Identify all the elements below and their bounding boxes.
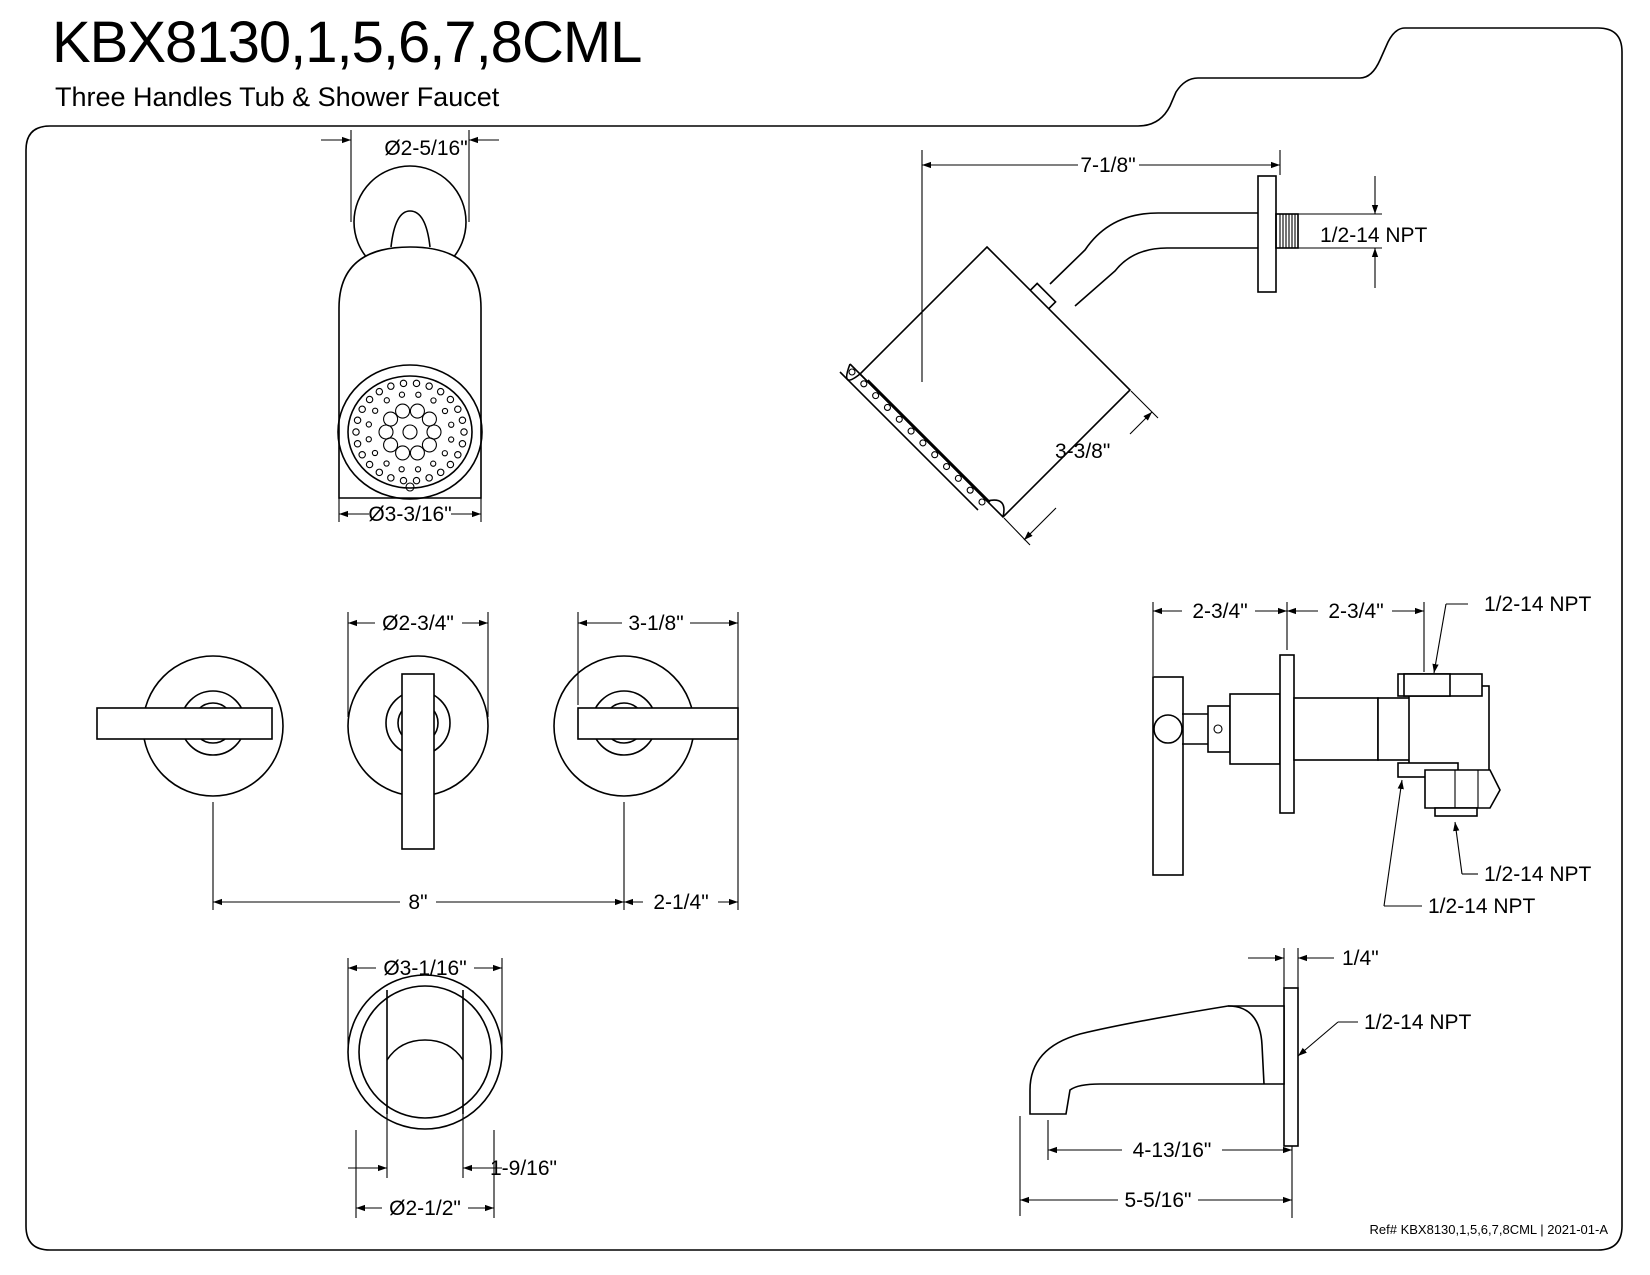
dim-valve-thread-bottom-right: 1/2-14 NPT [1484,863,1592,886]
nozzle-dot [436,387,445,396]
dim-escutcheon-diameter: Ø2-3/4" [382,612,454,635]
nozzle-ring [395,403,411,419]
nozzle-ring [383,411,399,427]
model-title: KBX8130,1,5,6,7,8CML [52,10,642,75]
nozzle-tip [931,451,939,459]
dim-showerhead-top: Ø2-5/16" [384,137,467,160]
nozzle-dot [425,474,433,482]
dim-valve-depth-rear: 2-3/4" [1328,600,1383,623]
nozzle-ring [402,424,418,440]
nozzle-ring [421,437,437,453]
nozzle-dot [375,468,384,477]
nozzle-dot [399,379,408,388]
nozzle-dot [430,397,437,404]
nozzle-tip [978,498,986,506]
nozzle-dot [352,428,360,436]
nozzle-tip [907,427,915,435]
dim-spout-outer-diameter: Ø3-1/16" [383,957,466,980]
dim-showerhead-bottom: Ø3-3/16" [368,503,451,526]
nozzle-dot [358,405,366,413]
dim-lever-length: 3-1/8" [628,612,683,635]
nozzle-dot [441,407,449,415]
nozzle-dot [460,428,468,436]
dim-valve-depth-front: 2-3/4" [1192,600,1247,623]
nozzle-tip [919,439,927,447]
dim-valve-thread-bottom-left: 1/2-14 NPT [1428,895,1536,918]
nozzle-dot [358,451,366,459]
nozzle-dot [415,391,422,398]
nozzle-dot [398,466,405,473]
dim-spout-reach: 4-13/16" [1133,1139,1212,1162]
nozzle-dot [446,460,455,469]
nozzle-dot [454,405,462,413]
dim-handle-offset: 2-1/4" [653,891,708,914]
nozzle-dot [371,449,379,457]
dim-spout-opening: 1-9/16" [490,1157,557,1180]
nozzle-ring [421,411,437,427]
nozzle-dot [372,407,379,414]
dim-spout-flange: 1/4" [1342,947,1379,970]
dim-valve-thread-top: 1/2-14 NPT [1484,593,1592,616]
reference-code: Ref# KBX8130,1,5,6,7,8CML | 2021-01-A [1370,1222,1609,1237]
nozzle-dot [365,395,374,404]
nozzle-dot [375,387,384,396]
nozzle-dot [398,391,406,398]
sheet-frame [25,27,1623,1251]
nozzle-dot [383,460,390,467]
nozzle-dot [448,436,455,443]
nozzle-ring [409,445,425,461]
nozzle-tip [872,392,880,400]
nozzle-dot [353,416,362,425]
nozzle-dot [365,460,374,469]
nozzle-dot [353,439,362,448]
nozzle-dot [446,395,455,404]
nozzle-dot [448,421,455,428]
nozzle-tip [848,368,856,376]
dim-spout-length: 5-5/16" [1125,1189,1192,1212]
dim-shower-arm-length: 7-1/8" [1080,154,1135,177]
nozzle-tip [883,403,892,412]
valve-side-view: 2-3/4" 2-3/4" 1/2-14 NPT 1/2-14 NPT 1/2-… [1152,593,1592,918]
nozzle-dot [399,476,408,485]
nozzle-tip [954,474,962,482]
product-subtitle: Three Handles Tub & Shower Faucet [55,82,500,112]
showerhead-front-view: Ø2-5/16" Ø3-3/16" [321,130,499,526]
nozzle-tip [860,380,868,388]
nozzle-dot [458,439,467,448]
spout-front-view: Ø3-1/16" 1-9/16" Ø2-1/2" [347,957,557,1220]
nozzle-dot [365,421,372,428]
dim-handle-spacing: 8" [408,891,427,914]
nozzle-dot [454,451,462,459]
nozzle-dot [414,466,422,473]
dim-showerhead-height: 3-3/8" [1055,440,1110,463]
nozzle-dot [412,379,421,388]
nozzle-ring [409,403,425,419]
nozzle-dot [458,416,467,425]
nozzle-ring [395,445,411,461]
nozzle-dot [436,468,445,477]
nozzle-dot [441,450,448,457]
dim-spout-thread: 1/2-14 NPT [1364,1011,1472,1034]
nozzle-tip [942,462,951,471]
nozzle-dot [387,474,395,482]
nozzle-dot [365,436,372,443]
nozzle-tip [966,486,974,494]
nozzle-dot [412,476,421,485]
dim-spout-inner-diameter: Ø2-1/2" [389,1197,461,1220]
dim-shower-arm-thread: 1/2-14 NPT [1320,224,1428,247]
nozzle-dot [430,460,437,467]
nozzle-dot [387,382,395,390]
handles-front-view: Ø2-3/4" 3-1/8" 8" 2-1/4" [96,612,739,914]
spout-side-view: 1/4" 1/2-14 NPT 4-13/16" 5-5/16" [1019,947,1472,1218]
nozzle-tip [895,415,903,423]
nozzle-dot [425,382,433,390]
nozzle-dot [383,397,390,404]
showerhead-side-view: 7-1/8" 1/2-14 NPT 3-3/8" [839,150,1428,546]
